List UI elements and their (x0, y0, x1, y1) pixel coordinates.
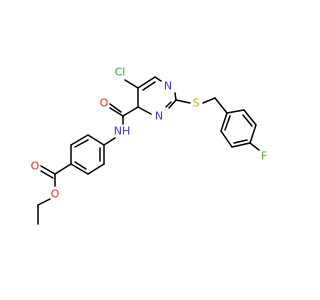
bond-b5-b6 (70, 134, 89, 146)
bond-c2-n3-double (165, 101, 172, 108)
fluorophenyl-ring (220, 109, 257, 148)
bond-n-phenyl (103, 137, 116, 146)
molecule-svg: Cl N N O NH S F O O (31, 66, 267, 225)
molecule-diagram: Cl N N O NH S F O O (31, 66, 267, 225)
bond-camide-o (109, 107, 124, 117)
sulfur-label: S (193, 97, 200, 110)
oxygen-ester-label: O (51, 188, 60, 201)
bond-f6-f1 (220, 112, 228, 132)
bond-f3-f4 (249, 124, 257, 144)
nitrogen-lower-label: N (155, 110, 163, 123)
nitrogen-upper-label: N (164, 80, 172, 93)
bond-f5-f6 (220, 130, 233, 148)
bond-c2-n3 (168, 99, 177, 109)
fluorine-label: F (261, 150, 267, 163)
nh-label: NH (114, 125, 131, 138)
bond-f2-f3 (243, 109, 257, 126)
bond-c5-c6 (137, 76, 156, 89)
bond-f4-fluorine (249, 142, 260, 151)
bond-c5-c6-double (142, 81, 156, 91)
bond-f4-f5-double (233, 139, 248, 144)
oxygen-amide-label: O (100, 97, 109, 110)
bond-ch2-aryl (214, 97, 228, 114)
bond-b2-b3 (87, 163, 105, 175)
bond-f1-f2 (226, 109, 245, 114)
bond-b5-b6-double (74, 139, 89, 148)
bond-c5-cl (124, 79, 139, 89)
bond-b3-b4 (70, 163, 89, 175)
bond-c2-s (175, 99, 191, 104)
benzoate-ring (70, 134, 105, 175)
bond-n1-c2 (174, 92, 177, 101)
bond-f6-f1-double (224, 115, 231, 131)
bond-c4-camide (122, 106, 139, 117)
bond-f2-f3-double (242, 114, 253, 127)
bond-n3-c4 (137, 106, 152, 115)
bond-b3-b4-double (74, 161, 87, 170)
bond-o-ch2 (37, 198, 51, 206)
oxygen-carbonyl-label: O (31, 160, 40, 173)
chlorine-label: Cl (115, 66, 126, 79)
bond-cester-o-carbonyl (40, 165, 56, 175)
bond-b6-b1 (87, 134, 105, 146)
bond-f4-f5 (231, 142, 251, 148)
bond-camide-o-double (109, 103, 122, 113)
bond-s-ch2 (202, 97, 216, 104)
bond-c6-n1 (154, 76, 162, 82)
bond-ring-cester (54, 163, 72, 175)
bond-cester-o-carbonyl-double (40, 170, 54, 179)
pyrimidine-ring (137, 76, 177, 115)
